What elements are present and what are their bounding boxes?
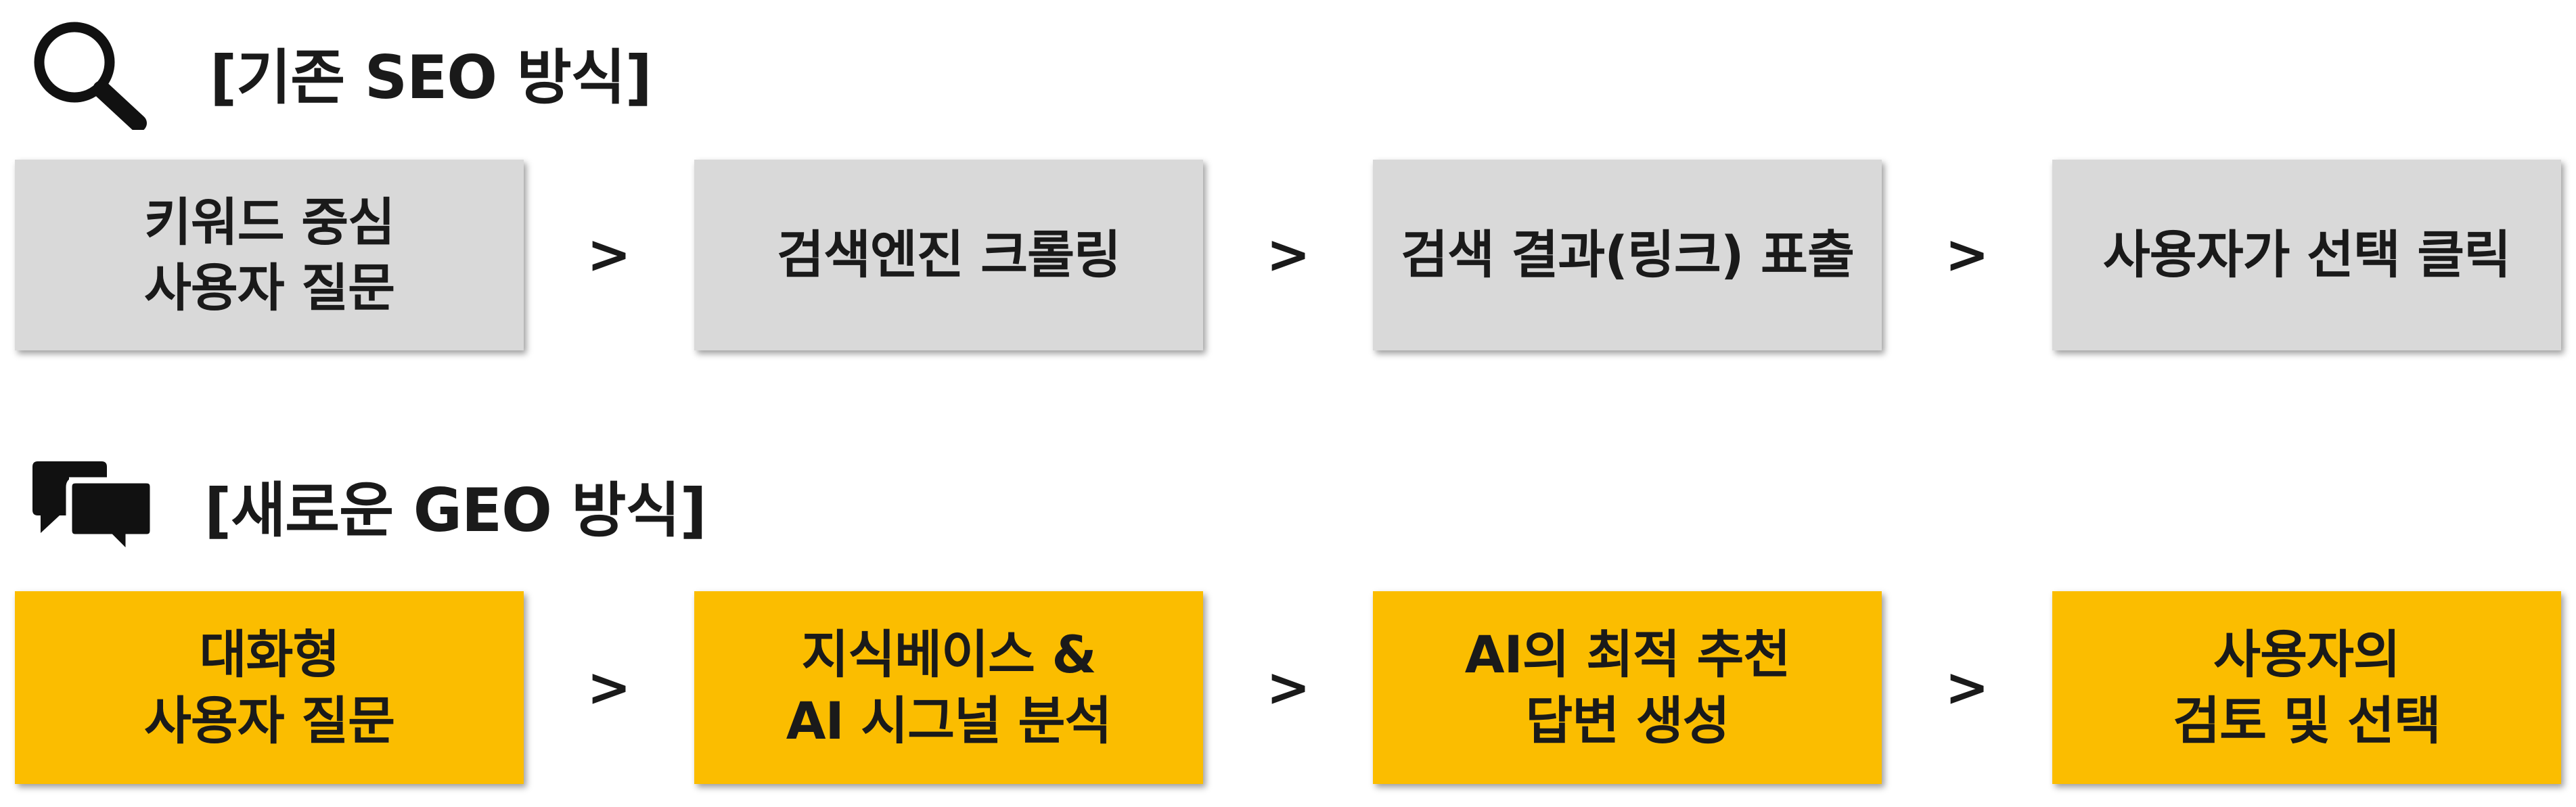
seo-section-header: [기존 SEO 방식]: [27, 15, 652, 132]
seo-section-title: [기존 SEO 방식]: [210, 42, 652, 112]
geo-arrow-1: >: [587, 657, 631, 718]
geo-flow: 대화형 사용자 질문 > 지식베이스 & AI 시그널 분석 > AI의 최적 …: [0, 591, 2576, 784]
seo-step-2-label: 검색엔진 크롤링: [777, 225, 1121, 285]
geo-step-2-label: 지식베이스 & AI 시그널 분석: [786, 624, 1112, 751]
geo-step-4: 사용자의 검토 및 선택: [2052, 591, 2561, 784]
seo-step-1-label: 키워드 중심 사용자 질문: [143, 191, 395, 318]
geo-step-2: 지식베이스 & AI 시그널 분석: [694, 591, 1203, 784]
seo-step-3: 검색 결과(링크) 표출: [1373, 160, 1882, 350]
geo-arrow-2: >: [1266, 657, 1311, 718]
magnifier-icon: [27, 15, 156, 132]
seo-step-2: 검색엔진 크롤링: [694, 160, 1203, 350]
seo-step-4-label: 사용자가 선택 클릭: [2102, 225, 2511, 285]
geo-step-4-label: 사용자의 검토 및 선택: [2173, 624, 2441, 751]
geo-section-title: [새로운 GEO 방식]: [204, 475, 707, 545]
seo-step-1: 키워드 중심 사용자 질문: [15, 160, 524, 350]
chat-bubbles-icon: [27, 455, 162, 562]
seo-flow: 키워드 중심 사용자 질문 > 검색엔진 크롤링 > 검색 결과(링크) 표출 …: [0, 160, 2576, 350]
seo-step-3-label: 검색 결과(링크) 표출: [1401, 225, 1855, 285]
geo-step-1: 대화형 사용자 질문: [15, 591, 524, 784]
seo-step-4: 사용자가 선택 클릭: [2052, 160, 2561, 350]
geo-arrow-3: >: [1945, 657, 1989, 718]
geo-step-3-label: AI의 최적 추천 답변 생성: [1464, 624, 1791, 751]
seo-arrow-1: >: [587, 225, 631, 285]
geo-step-1-label: 대화형 사용자 질문: [143, 624, 395, 751]
seo-arrow-3: >: [1945, 225, 1989, 285]
geo-step-3: AI의 최적 추천 답변 생성: [1373, 591, 1882, 784]
geo-section-header: [새로운 GEO 방식]: [27, 455, 707, 562]
seo-arrow-2: >: [1266, 225, 1311, 285]
